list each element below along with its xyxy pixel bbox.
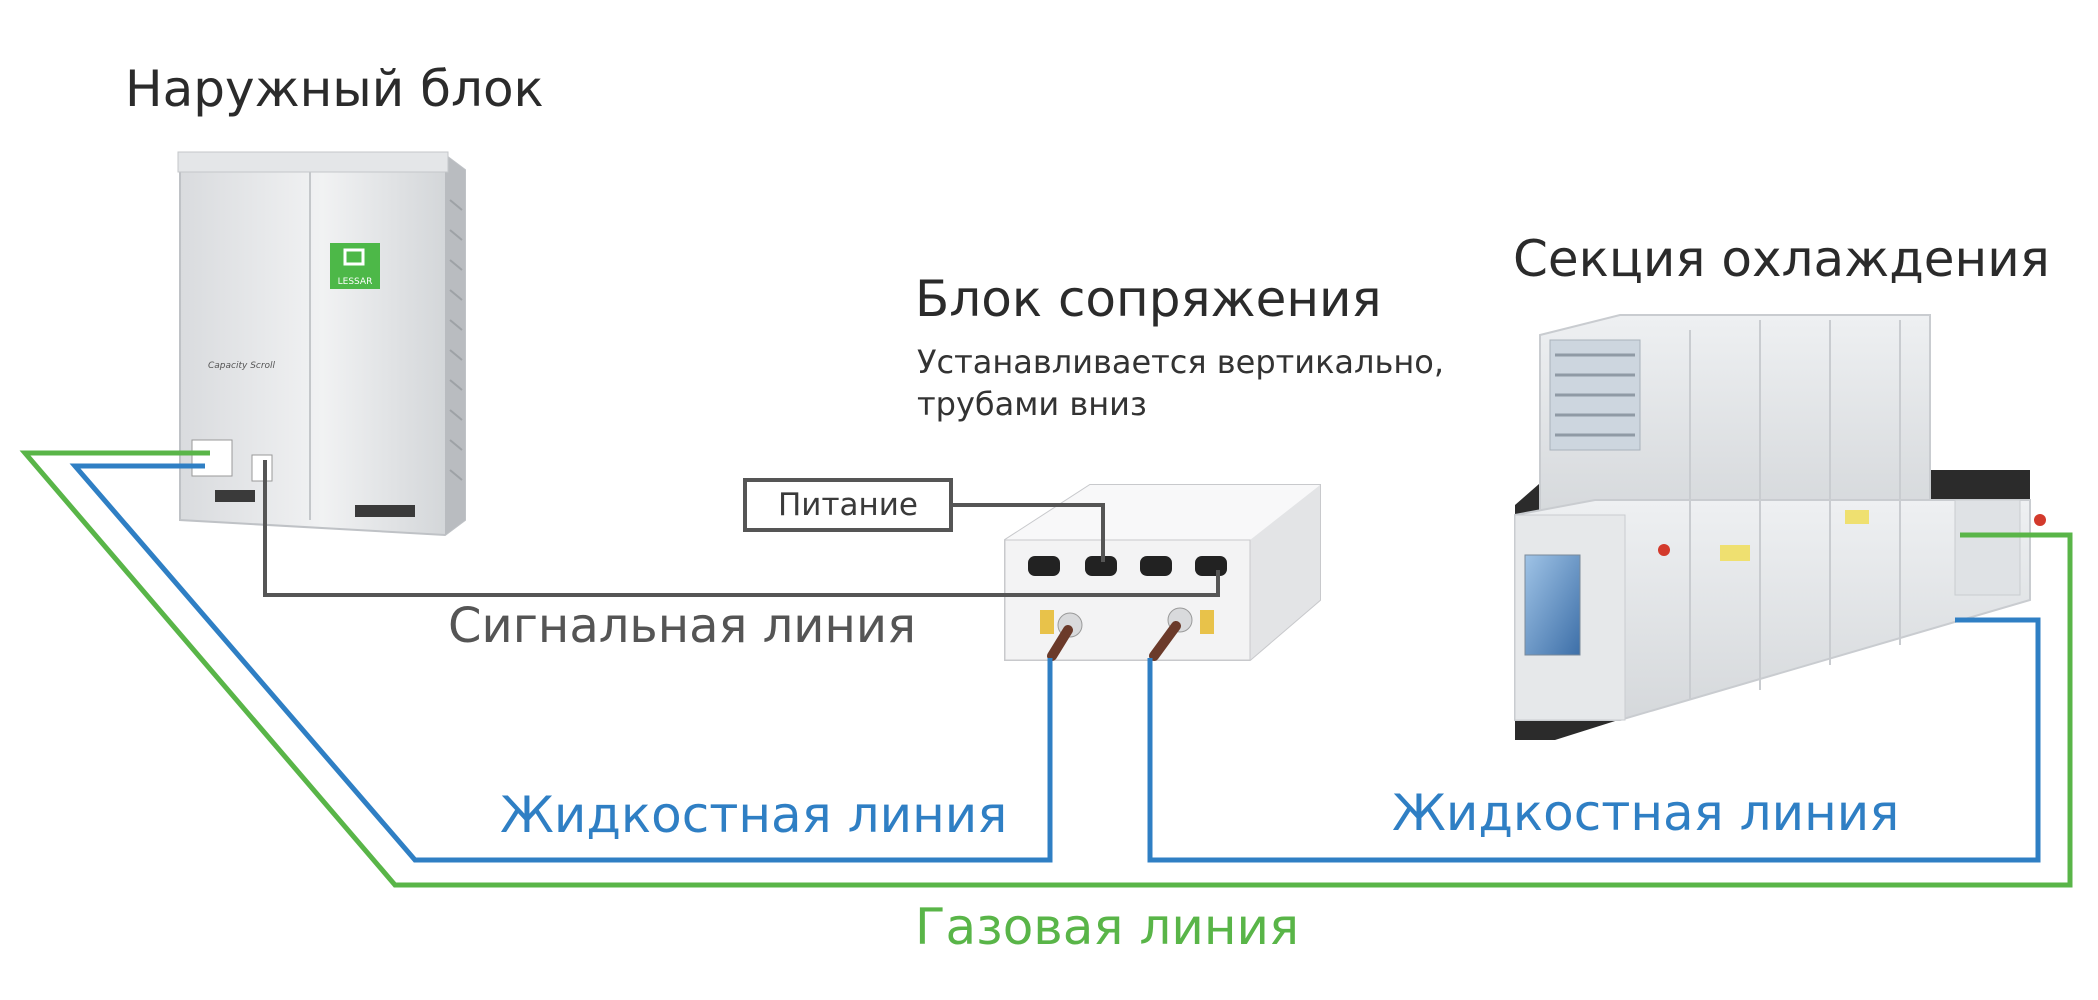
interface-unit-note: Устанавливается вертикально, трубами вни… [917,342,1444,425]
outdoor-unit-label: Наружный блок [125,60,544,118]
cooling-section-label: Секция охлаждения [1513,230,2050,288]
liquid-line-left [69,463,1053,863]
power-label-box: Питание [743,478,953,532]
signal-line-label: Сигнальная линия [448,598,916,654]
liquid-line-right-label: Жидкостная линия [1392,784,1900,842]
interface-note-line2: трубами вниз [917,384,1147,423]
outdoor-unit-illustration: LESSAR Capacity Scroll [177,151,466,537]
gas-line-label: Газовая линия [915,898,1300,956]
svg-text:Capacity Scroll: Capacity Scroll [208,361,276,371]
svg-text:LESSAR: LESSAR [338,277,373,287]
signal-line [263,460,1220,597]
cooling-section-illustration [1514,314,2046,740]
liquid-line-left-label: Жидкостная линия [500,786,1008,844]
interface-unit-illustration [1004,484,1321,661]
interface-unit-label: Блок сопряжения [915,270,1382,328]
power-line [953,503,1105,562]
power-label: Питание [778,487,918,523]
liquid-line-right [1147,617,2041,863]
interface-note-line1: Устанавливается вертикально, [917,343,1445,381]
gas-line [19,450,2073,888]
